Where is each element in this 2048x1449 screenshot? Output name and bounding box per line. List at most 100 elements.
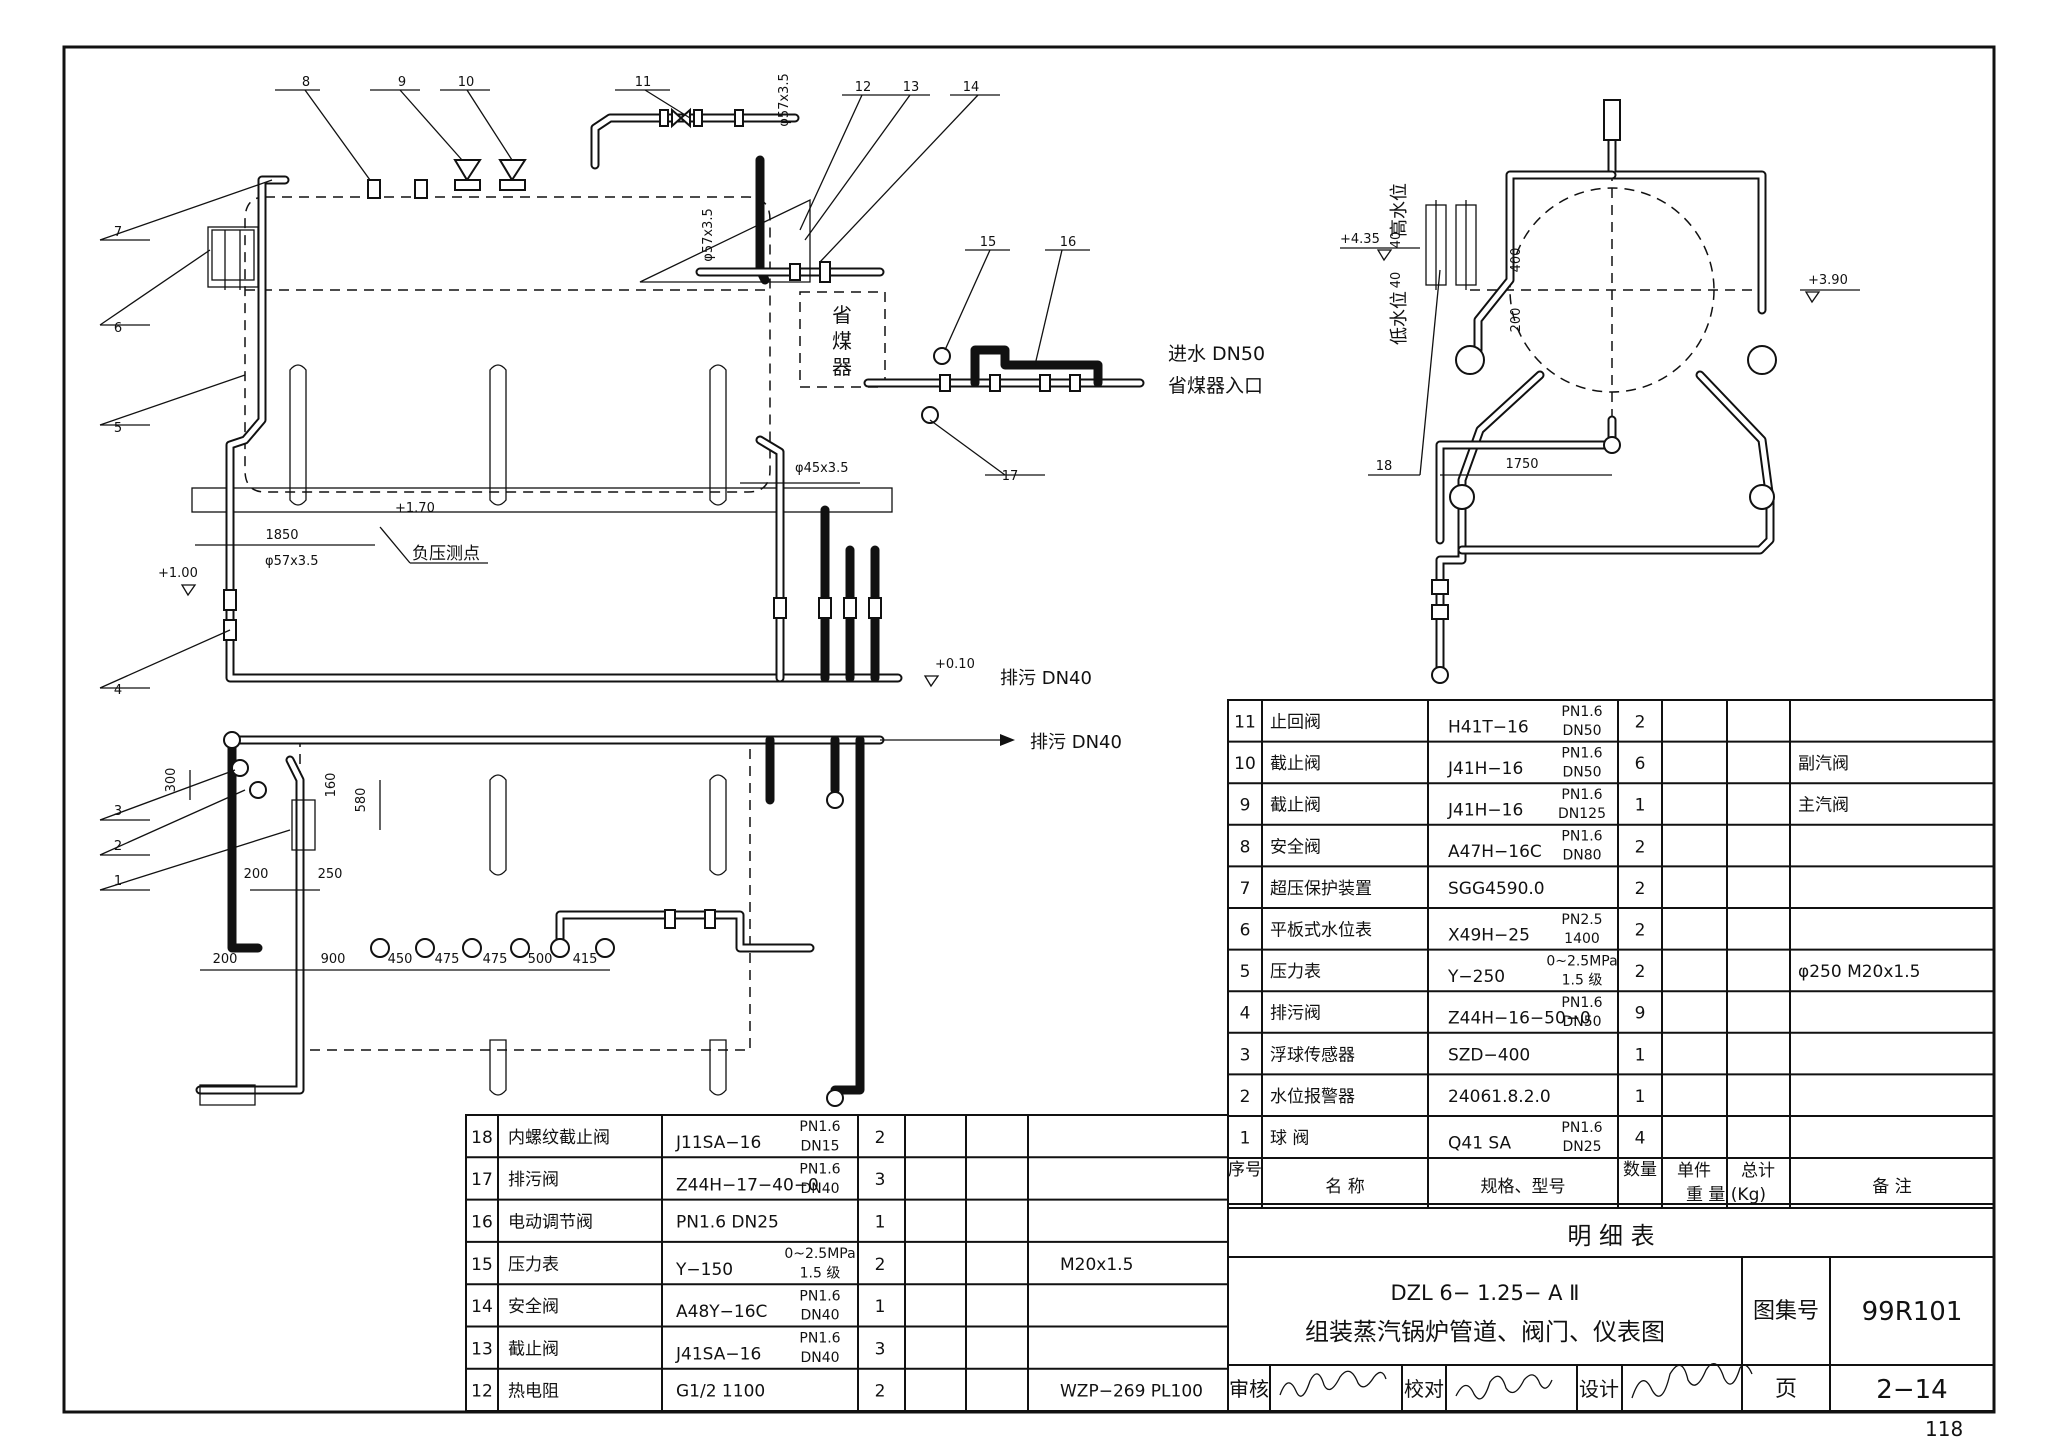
row-spec-bottom: 1.5 级 — [1562, 973, 1603, 989]
row-quantity: 1 — [875, 1297, 886, 1317]
check-label: 校对 — [1404, 1377, 1444, 1401]
row-name: 超压保护装置 — [1270, 879, 1372, 899]
row-model: J41SA−16 — [675, 1344, 761, 1364]
boiler-model: DZL 6− 1.25− A Ⅱ — [1391, 1281, 1580, 1305]
callout-15: 15 — [980, 235, 997, 250]
callout-13: 13 — [903, 80, 920, 95]
row-spec-bottom: DN15 — [800, 1139, 839, 1155]
side-view: 高水位 低水位 40 40 400 200 +4.35 +3.90 1750 1… — [1340, 99, 1860, 684]
callout-14: 14 — [963, 80, 980, 95]
row-quantity: 9 — [1635, 1004, 1646, 1024]
row-spec-top: 0~2.5MPa — [784, 1246, 855, 1262]
callout-16: 16 — [1060, 235, 1077, 250]
row-model: J41H−16 — [1447, 801, 1523, 821]
row-spec-top: PN1.6 — [1561, 787, 1602, 803]
row-name: 球 阀 — [1270, 1128, 1309, 1148]
atlas-number: 99R101 — [1862, 1297, 1963, 1327]
row-model: X49H−25 — [1448, 925, 1530, 945]
dim-1750: 1750 — [1505, 457, 1538, 472]
economizer-char-3: 器 — [832, 355, 852, 379]
row-quantity: 1 — [875, 1213, 886, 1233]
row-name: 排污阀 — [1270, 1004, 1321, 1024]
row-number: 13 — [471, 1339, 493, 1359]
row-number: 7 — [1240, 879, 1251, 899]
callout-6: 6 — [114, 321, 122, 336]
row-spec-top: PN1.6 — [1561, 1120, 1602, 1136]
dim-580: 580 — [354, 788, 369, 813]
header-no-1: 序号 — [1228, 1160, 1262, 1180]
dim-475a: 475 — [435, 952, 460, 967]
row-quantity: 2 — [1635, 837, 1646, 857]
atlas-number-label: 图集号 — [1753, 1299, 1819, 1324]
row-quantity: 4 — [1635, 1128, 1646, 1148]
row-number: 15 — [471, 1255, 493, 1275]
callout-17: 17 — [1002, 469, 1019, 484]
header-note: 备 注 — [1872, 1177, 1911, 1197]
row-quantity: 2 — [1635, 920, 1646, 940]
row-spec-bottom: DN50 — [1562, 1014, 1601, 1030]
row-spec-bottom: 1400 — [1564, 931, 1600, 947]
callout-8: 8 — [302, 75, 310, 90]
economizer-inlet-label: 省煤器入口 — [1168, 375, 1263, 397]
dim-40b: 40 — [1389, 272, 1404, 289]
reviewer-signature — [1279, 1370, 1387, 1397]
low-water-level: 低水位 — [1389, 291, 1410, 345]
row-spec-top: PN1.6 — [1561, 995, 1602, 1011]
row-number: 18 — [471, 1128, 493, 1148]
row-spec-bottom: DN50 — [1562, 765, 1601, 781]
row-number: 12 — [471, 1382, 493, 1402]
row-number: 10 — [1234, 754, 1256, 774]
dim-200-upper: 200 — [244, 867, 269, 882]
header-name: 名 称 — [1325, 1177, 1364, 1197]
callout-9: 9 — [398, 75, 406, 90]
pipe-size-57-low: φ57x3.5 — [265, 554, 319, 569]
row-name: 止回阀 — [1270, 712, 1321, 732]
callout-3: 3 — [114, 804, 122, 819]
callout-4: 4 — [114, 683, 122, 698]
row-quantity: 2 — [875, 1255, 886, 1275]
row-model: 24061.8.2.0 — [1448, 1087, 1551, 1107]
parts-list-caption: 明 细 表 — [1567, 1222, 1654, 1250]
row-quantity: 1 — [1635, 1045, 1646, 1065]
row-spec-top: PN1.6 — [799, 1288, 840, 1304]
row-name: 排污阀 — [508, 1170, 559, 1190]
row-spec-bottom: DN125 — [1558, 806, 1606, 822]
row-model: A48Y−16C — [676, 1302, 767, 1322]
dim-300: 300 — [164, 768, 179, 793]
page-label: 页 — [1775, 1377, 1797, 1402]
callout-18: 18 — [1376, 459, 1393, 474]
callout-1: 1 — [114, 874, 122, 889]
row-quantity: 2 — [875, 1382, 886, 1402]
row-spec-bottom: DN40 — [800, 1350, 839, 1366]
row-spec-top: PN1.6 — [799, 1331, 840, 1347]
row-number: 4 — [1240, 1004, 1251, 1024]
row-model: J41H−16 — [1447, 759, 1523, 779]
row-model: H41T−16 — [1448, 717, 1529, 737]
water-inlet-label: 进水 DN50 — [1168, 343, 1265, 365]
row-quantity: 3 — [875, 1170, 886, 1190]
elevation-170: +1.70 — [395, 501, 435, 516]
callout-11: 11 — [635, 75, 652, 90]
dim-40a: 40 — [1389, 232, 1404, 249]
row-model: SZD−400 — [1448, 1045, 1530, 1065]
row-model: SGG4590.0 — [1448, 879, 1545, 899]
dim-160: 160 — [324, 773, 339, 798]
row-quantity: 2 — [1635, 962, 1646, 982]
dim-400: 400 — [1509, 248, 1524, 273]
row-model: A47H−16C — [1448, 842, 1542, 862]
row-note: 副汽阀 — [1798, 754, 1849, 774]
pipe-size-57-mid: φ57x3.5 — [701, 208, 716, 262]
row-number: 9 — [1240, 796, 1251, 816]
elevation-390: +3.90 — [1808, 273, 1848, 288]
row-name: 压力表 — [1270, 962, 1321, 982]
